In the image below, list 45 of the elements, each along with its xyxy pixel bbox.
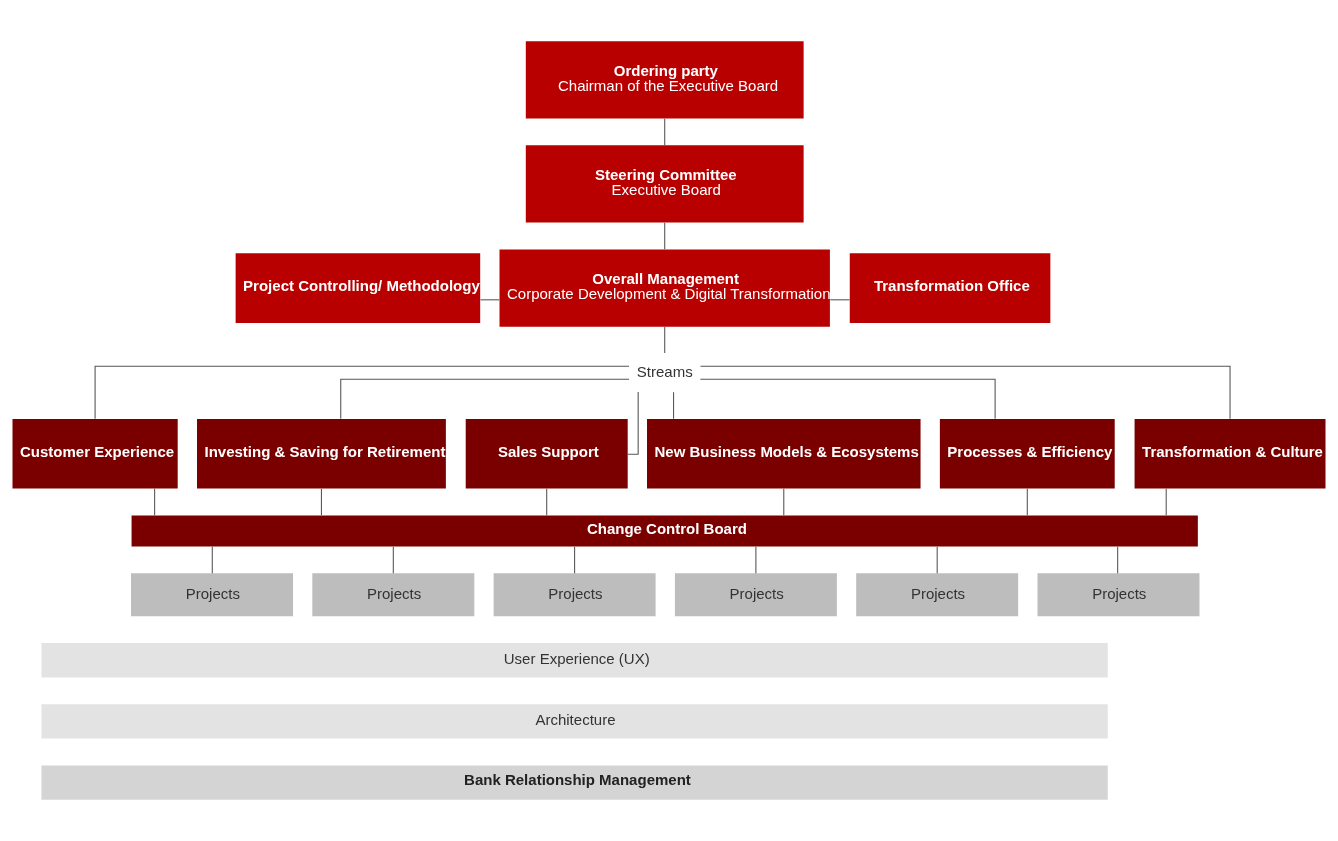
connector — [1117, 546, 1119, 574]
node-box: User Experience (UX) — [41, 643, 1108, 678]
connector — [154, 488, 156, 516]
node-box: Steering Committee Executive Board — [525, 145, 804, 223]
node-text: Streams — [636, 362, 693, 380]
connector — [664, 326, 666, 354]
connector — [340, 378, 630, 420]
node-box: Projects — [1037, 573, 1200, 617]
node-box: Investing & Saving for Retirement — [197, 418, 446, 489]
connector — [755, 546, 757, 574]
node-box: Projects — [856, 573, 1019, 617]
node-box: Bank Relationship Management — [41, 765, 1108, 800]
node-box: Sales Support — [465, 418, 628, 489]
node-box: Projects — [674, 573, 837, 617]
connector — [320, 488, 322, 516]
connector — [664, 118, 666, 146]
node-box: Processes & Efficiency — [939, 418, 1115, 489]
connector — [673, 391, 675, 420]
connector — [546, 488, 548, 516]
connector — [664, 222, 666, 250]
connector — [94, 365, 630, 420]
node-box: Overall Management Corporate Development & Digital Transformation — [499, 249, 830, 327]
connector — [479, 299, 500, 301]
connector — [699, 378, 996, 420]
node-box: Customer Experience — [12, 418, 178, 489]
node-box: Projects — [131, 573, 293, 617]
connector — [627, 391, 639, 455]
connector — [829, 299, 851, 301]
connector — [783, 488, 785, 516]
node-box: Change Control Board — [131, 515, 1198, 547]
node-box: Projects — [493, 573, 656, 617]
node-box: Projects — [312, 573, 475, 617]
node-box: Transformation & Culture — [1134, 418, 1326, 489]
node-box: Transformation Office — [849, 253, 1051, 323]
node-box: New Business Models & Ecosystems — [647, 418, 921, 489]
connector — [1165, 488, 1167, 516]
connector — [574, 546, 576, 574]
connector — [936, 546, 938, 574]
connector — [211, 546, 213, 574]
connector — [392, 546, 394, 574]
connector — [1026, 488, 1028, 516]
node-box: Architecture — [41, 704, 1108, 739]
node-box: Ordering party Chairman of the Executive Board — [525, 41, 804, 119]
node-box: Project Controlling/ Methodology — [235, 253, 481, 323]
connector — [699, 365, 1231, 420]
